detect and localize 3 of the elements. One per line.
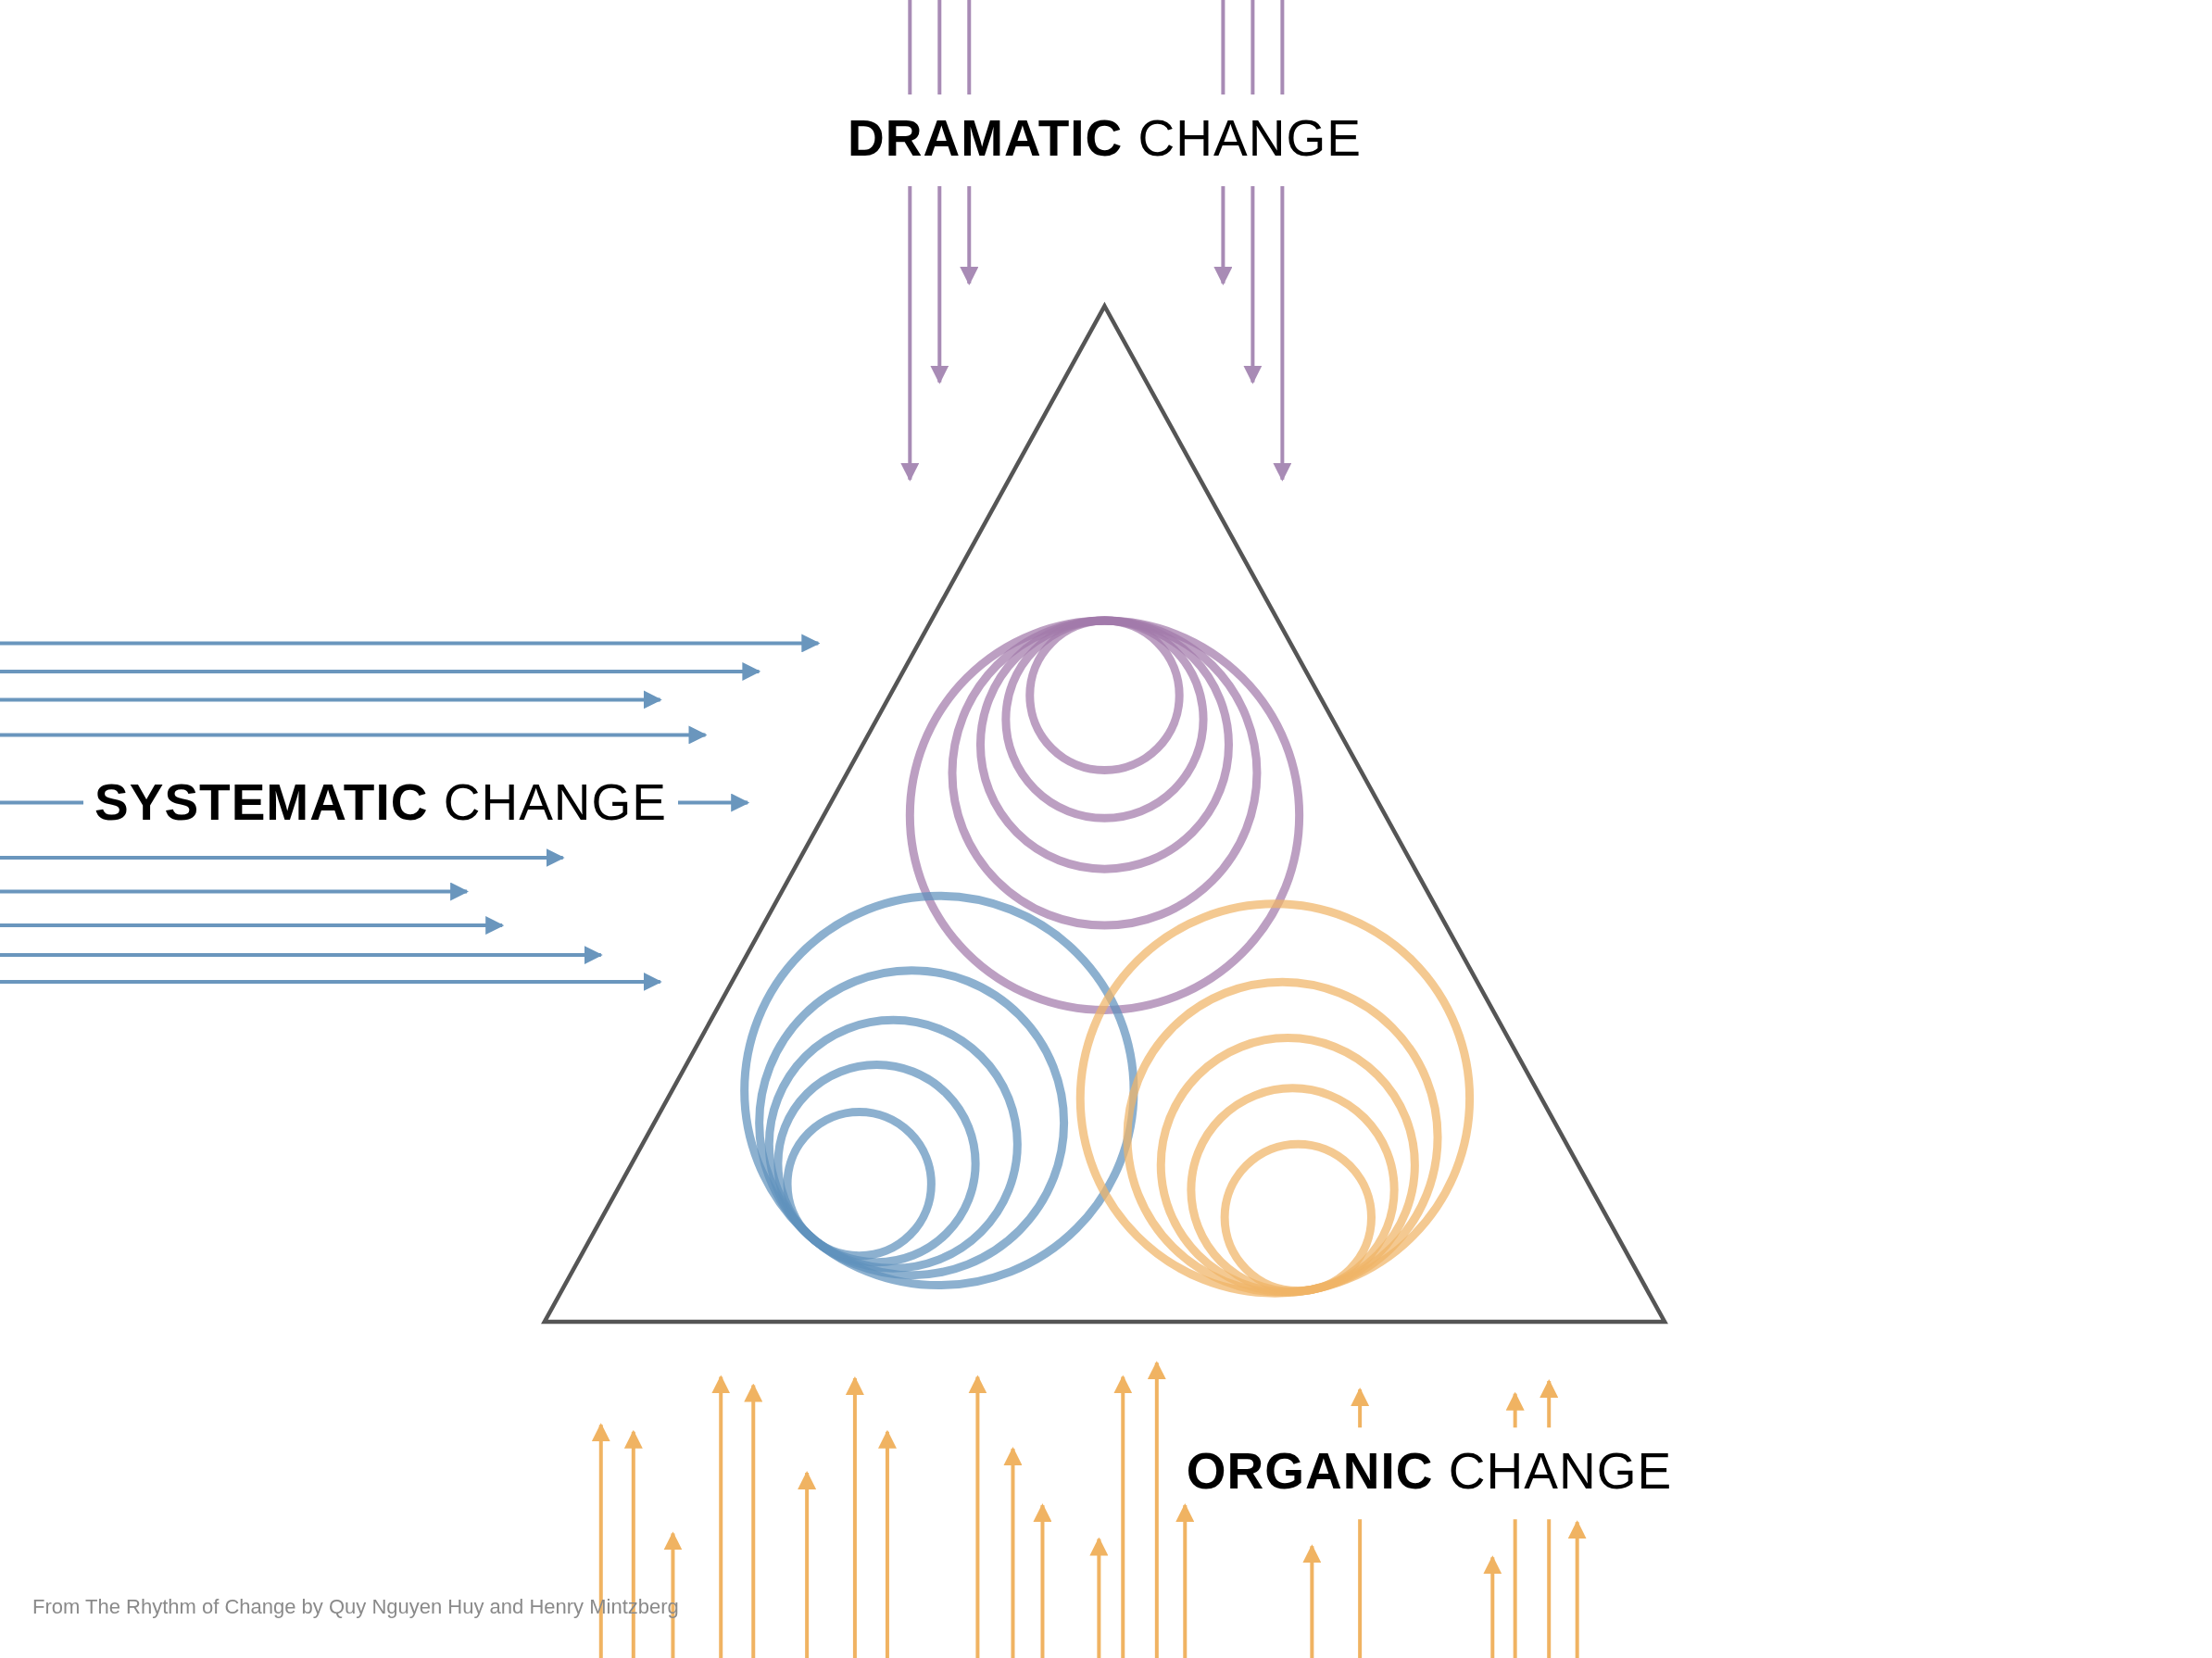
section-heading: SYSTEMATIC CHANGE bbox=[94, 774, 667, 831]
section-heading: DRAMATIC CHANGE bbox=[848, 110, 1362, 167]
section-heading: ORGANIC CHANGE bbox=[1186, 1443, 1673, 1500]
